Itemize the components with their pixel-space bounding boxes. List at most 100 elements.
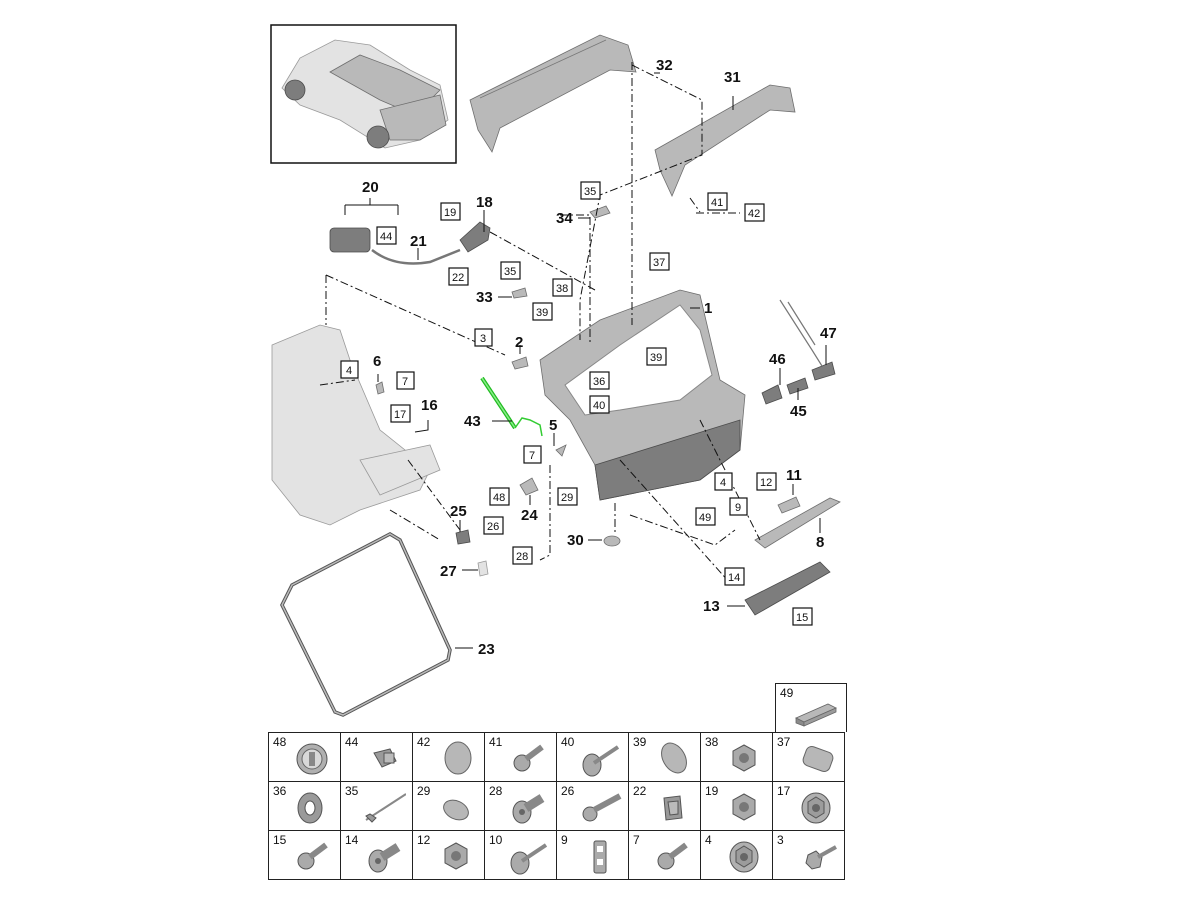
svg-text:7: 7: [529, 450, 535, 462]
part-number: 4: [705, 833, 712, 847]
pin-flat-icon: [510, 843, 548, 875]
part-number: 15: [273, 833, 287, 847]
parts-grid-cell[interactable]: 26: [556, 781, 629, 831]
parts-grid-cell[interactable]: 10: [484, 830, 557, 880]
part-number: 9: [561, 833, 568, 847]
striker-25: [455, 529, 471, 545]
parts-grid-cell[interactable]: 44: [340, 732, 413, 782]
callout-34: 34: [556, 210, 573, 227]
part-number: 40: [561, 735, 575, 749]
clip-icon: [663, 795, 683, 821]
box-38: 38: [552, 278, 573, 297]
box-48: 48: [489, 487, 510, 506]
lock-18: [459, 221, 491, 253]
plate-13: [744, 561, 831, 616]
parts-grid-cell[interactable]: 22: [628, 781, 701, 831]
part-number: 37: [777, 735, 791, 749]
parts-grid-cell[interactable]: 41: [484, 732, 557, 782]
callout-13: 13: [703, 598, 720, 615]
parts-grid-cell[interactable]: 29: [412, 781, 485, 831]
svg-text:17: 17: [394, 409, 406, 421]
svg-text:41: 41: [711, 197, 723, 209]
callout-47: 47: [820, 325, 837, 342]
parts-grid-cell[interactable]: 40: [556, 732, 629, 782]
part-number: 48: [273, 735, 287, 749]
flange-nut-icon: [729, 841, 759, 873]
hinge-33: [511, 287, 528, 299]
svg-text:48: 48: [493, 492, 505, 504]
cap-oval-icon: [661, 742, 687, 774]
parts-grid-cell[interactable]: 17: [772, 781, 845, 831]
parts-grid-cell[interactable]: 4: [700, 830, 773, 880]
svg-text:39: 39: [650, 352, 662, 364]
part-number: 26: [561, 784, 575, 798]
seal-23: [280, 531, 452, 717]
clip-27: [477, 560, 489, 577]
parts-grid-cell[interactable]: 35: [340, 781, 413, 831]
hinge-2: [511, 356, 529, 370]
svg-text:15: 15: [796, 612, 808, 624]
parts-grid-cell[interactable]: 48: [268, 732, 341, 782]
svg-text:38: 38: [556, 283, 568, 295]
callout-2: 2: [515, 334, 523, 351]
parts-grid-cell[interactable]: 9: [556, 830, 629, 880]
parts-grid-cell[interactable]: 38: [700, 732, 773, 782]
hinge-34: [589, 205, 611, 219]
box-36: 36: [589, 371, 610, 390]
bumper-5: [555, 444, 567, 457]
switch-45: [786, 377, 809, 395]
part-number: 49: [780, 686, 794, 700]
gas-strut-43: [480, 376, 543, 437]
screw-long-icon: [582, 793, 622, 822]
parts-grid-cell[interactable]: 42: [412, 732, 485, 782]
parts-grid-cell[interactable]: 19: [700, 781, 773, 831]
svg-text:35: 35: [584, 186, 596, 198]
part-number: 7: [633, 833, 640, 847]
svg-text:39: 39: [536, 307, 548, 319]
callout-32: 32: [656, 57, 673, 74]
parts-grid-cell[interactable]: 36: [268, 781, 341, 831]
svg-text:49: 49: [699, 512, 711, 524]
svg-text:44: 44: [380, 231, 392, 243]
svg-text:35: 35: [504, 266, 516, 278]
screw-icon: [657, 842, 688, 870]
tailgate-1: [539, 289, 746, 501]
part-number: 38: [705, 735, 719, 749]
box-28: 28: [512, 546, 533, 565]
callout-45: 45: [790, 403, 807, 420]
box-4a: 4: [340, 360, 359, 379]
part-number: 39: [633, 735, 647, 749]
box-44: 44: [376, 226, 397, 245]
box-37: 37: [649, 252, 670, 271]
parts-grid-cell[interactable]: 28: [484, 781, 557, 831]
screw-icon: [513, 744, 544, 772]
box-15: 15: [792, 607, 813, 626]
svg-text:28: 28: [516, 551, 528, 563]
parts-grid-cell-extra[interactable]: 49: [775, 683, 847, 732]
parts-grid-cell[interactable]: 14: [340, 830, 413, 880]
svg-text:29: 29: [561, 492, 573, 504]
callout-21: 21: [410, 233, 427, 250]
callout-11: 11: [786, 467, 802, 484]
light-11: [777, 496, 801, 514]
parts-grid-cell[interactable]: 7: [628, 830, 701, 880]
svg-text:19: 19: [444, 207, 456, 219]
callout-23: 23: [478, 641, 495, 658]
car-icon: [281, 39, 449, 149]
callout-18: 18: [476, 194, 493, 211]
box-3: 3: [474, 328, 493, 347]
box-35a: 35: [580, 181, 601, 200]
part-number: 10: [489, 833, 503, 847]
parts-grid-cell[interactable]: 12: [412, 830, 485, 880]
svg-text:4: 4: [720, 477, 726, 489]
parts-grid-cell[interactable]: 3: [772, 830, 845, 880]
washer-icon: [297, 792, 323, 824]
parts-grid-cell[interactable]: 39: [628, 732, 701, 782]
parts-grid-cell[interactable]: 37: [772, 732, 845, 782]
actuator-20: [329, 227, 371, 253]
sensor-47: [811, 361, 836, 381]
parts-grid-cell[interactable]: 15: [268, 830, 341, 880]
box-39a: 39: [532, 302, 553, 321]
